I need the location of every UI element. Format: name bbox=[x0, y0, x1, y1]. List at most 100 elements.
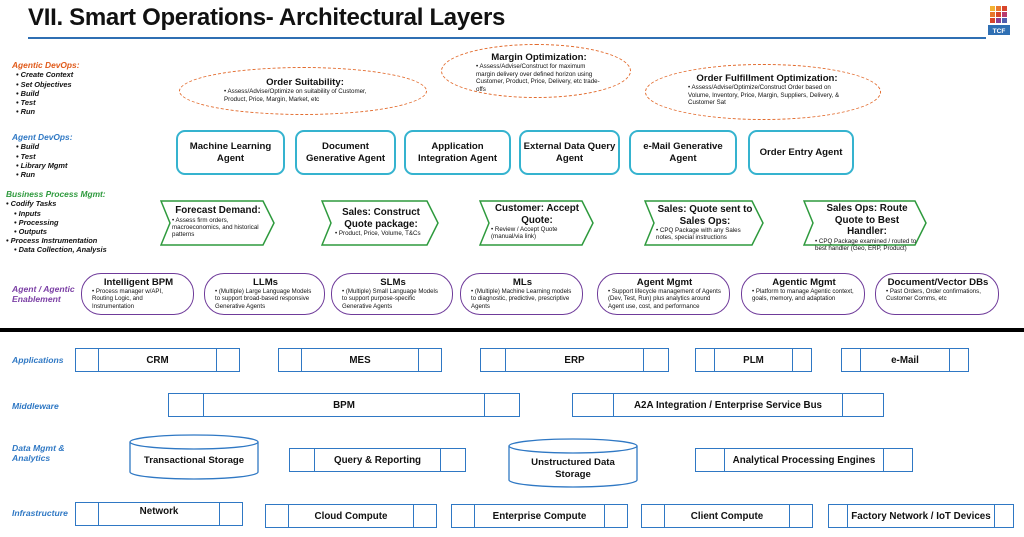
label-bpm-head: Business Process Mgmt: bbox=[6, 189, 106, 199]
data-analytical-engines[interactable]: Analytical Processing Engines bbox=[695, 448, 913, 472]
agent-email-generative[interactable]: e-Mail Generative Agent bbox=[629, 130, 737, 175]
agent-order-entry[interactable]: Order Entry Agent bbox=[748, 130, 854, 175]
data-unstructured-storage[interactable]: Unstructured Data Storage bbox=[508, 438, 638, 488]
box-divider bbox=[788, 505, 790, 527]
box-divider bbox=[847, 505, 849, 527]
label-item: • Build bbox=[16, 88, 40, 98]
infra-network-label: Network bbox=[139, 505, 179, 517]
enabler-document-vector-dbs[interactable]: Document/Vector DBs • Past Orders, Order… bbox=[875, 273, 999, 315]
process-forecast-demand[interactable]: Forecast Demand: • Assess firm orders, m… bbox=[160, 200, 275, 246]
infra-cloud-compute[interactable]: Cloud Compute bbox=[265, 504, 437, 528]
chevron-shape bbox=[160, 200, 275, 246]
label-item: • Build bbox=[16, 142, 40, 152]
data-unstructured-label: Unstructured Data Storage bbox=[531, 457, 615, 480]
label-item: • Inputs bbox=[14, 208, 41, 218]
app-crm[interactable]: CRM bbox=[75, 348, 240, 372]
logo-text: TCF bbox=[993, 28, 1006, 35]
app-erp[interactable]: ERP bbox=[480, 348, 669, 372]
box-divider bbox=[474, 505, 476, 527]
infra-client-label: Client Compute bbox=[690, 510, 764, 522]
app-mes[interactable]: MES bbox=[278, 348, 442, 372]
enabler-llms[interactable]: LLMs • (Multiple) Large Language Models … bbox=[204, 273, 325, 315]
process-desc: • CPQ Package with any Sales notes, spec… bbox=[656, 227, 741, 242]
process-desc: • Assess firm orders, macroeconomics, an… bbox=[172, 216, 259, 239]
app-plm-label: PLM bbox=[743, 354, 764, 366]
enabler-agentic-mgmt[interactable]: Agentic Mgmt • Platform to manage Agenti… bbox=[741, 273, 865, 315]
infra-enterprise-label: Enterprise Compute bbox=[492, 510, 587, 522]
enabler-desc: • Process manager w/API, Routing Logic, … bbox=[92, 288, 163, 310]
data-query-label: Query & Reporting bbox=[333, 454, 422, 466]
box-divider bbox=[841, 394, 843, 416]
label-agentic-devops-head: Agentic DevOps: bbox=[12, 60, 80, 70]
label-item: • Test bbox=[16, 151, 36, 161]
box-divider bbox=[301, 349, 303, 371]
optimization-desc: • Assess/Advise/Optimize/Construct Order… bbox=[688, 84, 840, 107]
process-title: Sales: Quote sent to Sales Ops: bbox=[657, 204, 753, 227]
label-agent-devops: Agent DevOps: • Build • Test • Library M… bbox=[12, 132, 73, 180]
infra-cloud-label: Cloud Compute bbox=[314, 510, 388, 522]
process-desc: • Product, Price, Volume, T&Cs bbox=[335, 230, 421, 237]
box-divider bbox=[215, 349, 217, 371]
data-query-reporting[interactable]: Query & Reporting bbox=[289, 448, 466, 472]
box-divider bbox=[791, 349, 793, 371]
process-desc: • Review / Accept Quote (manual/via link… bbox=[491, 226, 558, 241]
box-divider bbox=[98, 349, 100, 371]
layer-divider bbox=[0, 328, 1024, 332]
enabler-title: Intelligent BPM bbox=[103, 277, 174, 288]
agent-external-data-query[interactable]: External Data Query Agent bbox=[519, 130, 620, 175]
optimization-title: Order Fulfillment Optimization: bbox=[696, 73, 838, 84]
box-divider bbox=[98, 503, 100, 525]
enabler-title: SLMs bbox=[380, 277, 406, 288]
agent-application-integration[interactable]: Application Integration Agent bbox=[404, 130, 511, 175]
app-plm[interactable]: PLM bbox=[695, 348, 812, 372]
process-title: Sales: Construct Quote package: bbox=[342, 207, 420, 230]
box-divider bbox=[613, 394, 615, 416]
infra-factory-iot[interactable]: Factory Network / IoT Devices bbox=[828, 504, 1014, 528]
app-email-label: e-Mail bbox=[891, 354, 919, 366]
enabler-title: MLs bbox=[512, 277, 533, 288]
data-analytical-label: Analytical Processing Engines bbox=[732, 454, 876, 466]
app-mes-label: MES bbox=[349, 354, 371, 366]
cylinder-shape bbox=[129, 434, 259, 480]
app-email[interactable]: e-Mail bbox=[841, 348, 969, 372]
enabler-agent-mgmt[interactable]: Agent Mgmt • Support lifecycle managemen… bbox=[597, 273, 730, 315]
chevron-shape bbox=[644, 200, 764, 246]
process-construct-quote[interactable]: Sales: Construct Quote package: • Produc… bbox=[321, 200, 439, 246]
box-divider bbox=[882, 449, 884, 471]
data-transactional-storage[interactable]: Transactional Storage bbox=[129, 434, 259, 480]
infra-factory-label: Factory Network / IoT Devices bbox=[851, 510, 991, 522]
infra-network[interactable]: Network bbox=[75, 502, 243, 526]
agent-document-generative[interactable]: Document Generative Agent bbox=[295, 130, 396, 175]
label-item: • Run bbox=[16, 107, 36, 117]
label-item: • Run bbox=[16, 170, 36, 180]
label-business-process-mgmt: Business Process Mgmt: • Codify Tasks • … bbox=[6, 189, 107, 255]
enabler-intelligent-bpm[interactable]: Intelligent BPM • Process manager w/API,… bbox=[81, 273, 194, 315]
enabler-mls[interactable]: MLs • (Multiple) Machine Learning models… bbox=[460, 273, 583, 315]
box-divider bbox=[505, 349, 507, 371]
middleware-a2a-esb[interactable]: A2A Integration / Enterprise Service Bus bbox=[572, 393, 884, 417]
enabler-title: Agent Mgmt bbox=[636, 277, 693, 288]
process-quote-to-sales-ops[interactable]: Sales: Quote sent to Sales Ops: • CPQ Pa… bbox=[644, 200, 764, 246]
box-divider bbox=[642, 349, 644, 371]
process-route-quote[interactable]: Sales Ops: Route Quote to Best Handler: … bbox=[803, 200, 927, 252]
box-divider bbox=[417, 349, 419, 371]
label-item: • Test bbox=[16, 98, 36, 108]
enabler-slms[interactable]: SLMs • (Multiple) Small Language Models … bbox=[331, 273, 453, 315]
company-logo: TCF bbox=[986, 6, 1012, 36]
box-divider bbox=[993, 505, 995, 527]
label-item: • Outputs bbox=[14, 227, 47, 237]
process-title: Customer: Accept Quote: bbox=[494, 203, 579, 226]
process-accept-quote[interactable]: Customer: Accept Quote: • Review / Accep… bbox=[479, 200, 594, 246]
enabler-desc: • (Multiple) Small Language Models to su… bbox=[342, 288, 438, 310]
label-item: • Set Objectives bbox=[16, 79, 72, 89]
layer-label-data-mgmt: Data Mgmt & Analytics bbox=[12, 443, 65, 463]
label-agentic-devops: Agentic DevOps: • Create Context • Set O… bbox=[12, 60, 80, 117]
enabler-desc: • Past Orders, Order confirmations, Cust… bbox=[886, 288, 981, 303]
label-agent-devops-head: Agent DevOps: bbox=[12, 132, 73, 142]
chevron-shape bbox=[321, 200, 439, 246]
infra-enterprise-compute[interactable]: Enterprise Compute bbox=[451, 504, 628, 528]
middleware-bpm[interactable]: BPM bbox=[168, 393, 520, 417]
enabler-title: Document/Vector DBs bbox=[887, 277, 989, 288]
infra-client-compute[interactable]: Client Compute bbox=[641, 504, 813, 528]
agent-machine-learning[interactable]: Machine Learning Agent bbox=[176, 130, 285, 175]
